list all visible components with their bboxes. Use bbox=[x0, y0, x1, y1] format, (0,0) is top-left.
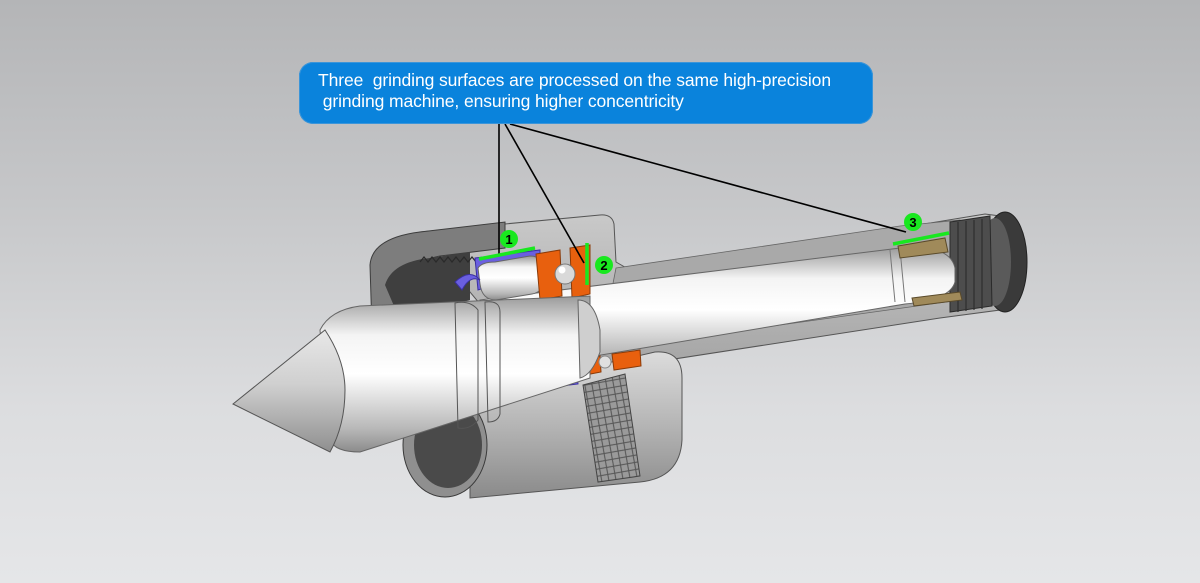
callout-box: Three grinding surfaces are processed on… bbox=[299, 62, 873, 124]
leader-line-2 bbox=[504, 123, 585, 264]
marker-3: 3 bbox=[904, 213, 922, 231]
marker-2: 2 bbox=[595, 256, 613, 274]
marker-2-label: 2 bbox=[600, 258, 607, 273]
upper-bearing-assembly bbox=[454, 244, 591, 301]
marker-3-label: 3 bbox=[909, 215, 916, 230]
grinding-surface-3 bbox=[892, 231, 950, 246]
grinding-surface-highlights bbox=[478, 231, 950, 285]
conical-tip bbox=[232, 329, 346, 453]
callout-line-2: grinding machine, ensuring higher concen… bbox=[318, 91, 684, 111]
marker-1-label: 1 bbox=[505, 232, 512, 247]
grinding-surface-1 bbox=[478, 246, 536, 261]
leader-line-3 bbox=[509, 123, 907, 233]
leader-lines bbox=[498, 123, 907, 264]
callout-line-1: Three grinding surfaces are processed on… bbox=[318, 70, 831, 90]
front-spindle-body bbox=[319, 295, 601, 453]
marker-1: 1 bbox=[500, 230, 518, 248]
